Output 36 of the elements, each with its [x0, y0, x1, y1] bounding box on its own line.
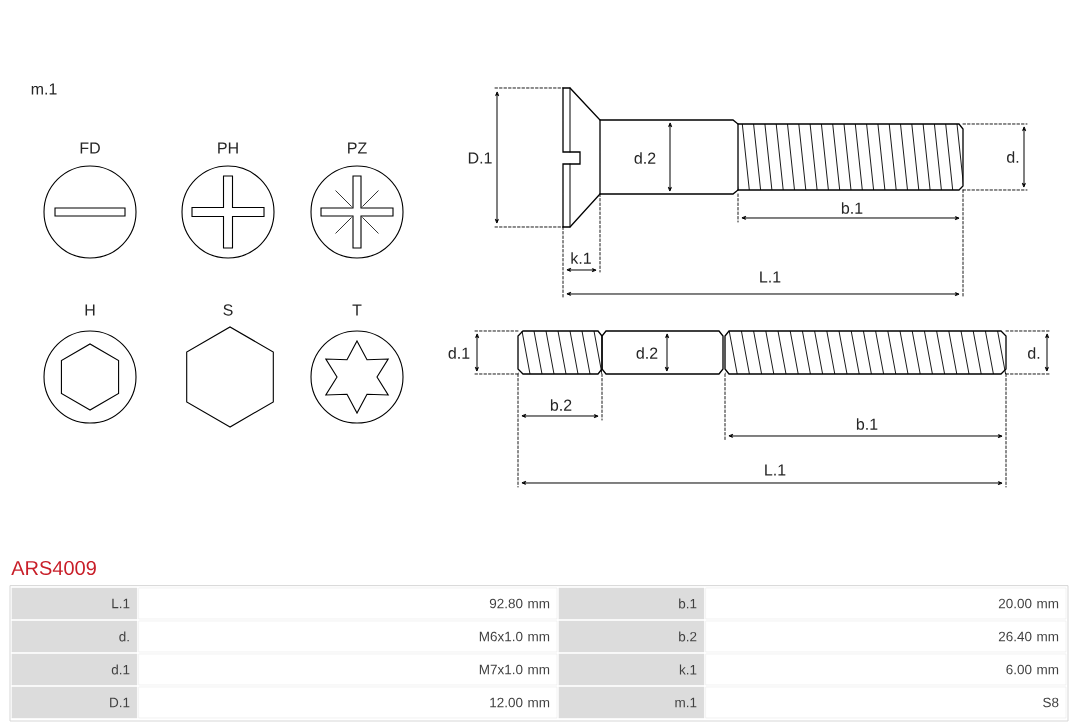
drive-type-label: PZ [348, 142, 367, 154]
table-cell: 6.00 mm [705, 653, 1067, 686]
dimension-label: d. [1028, 347, 1040, 359]
drive-type-label: FD [80, 142, 100, 154]
dimension-label: L.1 [760, 271, 781, 283]
dimension-label: L.1 [765, 464, 786, 476]
drive-type-label: T [352, 304, 362, 316]
parameter-label: m.1 [31, 83, 57, 95]
dimension-label: b.2 [550, 399, 572, 411]
table-cell: 20.00 mm [705, 587, 1067, 620]
dimension-label: b.1 [841, 202, 863, 214]
dimension-label: d.2 [636, 347, 658, 359]
part-number-title: ARS4009 [11, 560, 96, 576]
table-header-cell: d. [11, 620, 138, 653]
table-cell: 12.00 mm [138, 686, 558, 719]
table-header-cell: b.1 [558, 587, 705, 620]
table-header-cell: b.2 [558, 620, 705, 653]
drive-type-label: H [85, 304, 95, 316]
dimension-label: d.1 [448, 347, 470, 359]
drive-type-label: S [223, 304, 233, 316]
table-cell: 26.40 mm [705, 620, 1067, 653]
table-header-cell: D.1 [11, 686, 138, 719]
table-header-cell: L.1 [11, 587, 138, 620]
table-cell: M7x1.0 mm [138, 653, 558, 686]
table-cell: M6x1.0 mm [138, 620, 558, 653]
dimension-label: D.1 [468, 152, 492, 164]
dimension-label: k.1 [571, 252, 591, 264]
table-cell: 92.80 mm [138, 587, 558, 620]
table-header-cell: k.1 [558, 653, 705, 686]
dimension-label: b.1 [856, 418, 878, 430]
table-cell: S8 [705, 686, 1067, 719]
table-header-cell: m.1 [558, 686, 705, 719]
drive-type-label: PH [218, 142, 238, 154]
dimension-label: d.2 [634, 152, 656, 164]
dimension-label: d. [1007, 151, 1019, 163]
table-header-cell: d.1 [11, 653, 138, 686]
